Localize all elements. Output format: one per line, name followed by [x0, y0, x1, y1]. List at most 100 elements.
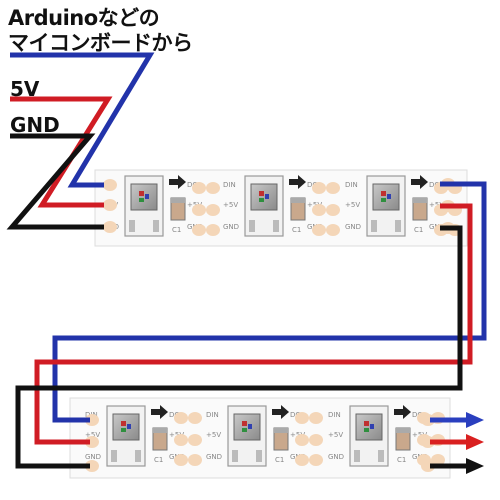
led-leg [395, 220, 401, 232]
pad-label-5v: +5V [85, 431, 100, 439]
pad-label-din: DIN [345, 181, 358, 189]
ground-output-arrow [430, 458, 484, 474]
led-leg [129, 220, 135, 232]
solder-pad [174, 454, 188, 466]
data-output-arrow [430, 412, 484, 428]
pad-label-do: DO [290, 411, 301, 419]
pad-label-5v: +5V [206, 431, 221, 439]
pad-label-5v: +5V [169, 431, 184, 439]
power-output-arrow [430, 434, 484, 450]
solder-pad [326, 204, 340, 216]
led-leg [378, 450, 384, 462]
led-die-red [381, 191, 386, 196]
led-die-red [139, 191, 144, 196]
solder-pad [295, 412, 309, 424]
pad-label-do: DO [307, 181, 318, 189]
led-leg [256, 450, 262, 462]
capacitor-cap [291, 198, 305, 203]
led-leg [153, 220, 159, 232]
direction-arrow-head-icon [403, 405, 411, 419]
led-leg [232, 450, 238, 462]
pad-label-gnd: GND [206, 453, 222, 461]
pad-label-din: DIN [223, 181, 236, 189]
solder-pad [431, 454, 445, 466]
solder-pad [312, 204, 326, 216]
solder-pad [192, 182, 206, 194]
led-chip [233, 413, 261, 441]
led-chip [112, 413, 140, 441]
power-label: 5V [10, 77, 40, 101]
led-die-blue [265, 194, 269, 199]
led-die-green [259, 198, 264, 202]
solder-pad [312, 182, 326, 194]
pad-label-5v: +5V [429, 201, 444, 209]
solder-pad [192, 224, 206, 236]
direction-arrow-icon [169, 179, 179, 185]
power-wire-link [34, 203, 473, 445]
led-die-red [364, 421, 369, 426]
capacitor-label: C1 [292, 226, 301, 234]
solder-pad [326, 182, 340, 194]
direction-arrow-icon [272, 409, 282, 415]
solder-pad [174, 412, 188, 424]
capacitor-label: C1 [172, 226, 181, 234]
solder-pad [206, 182, 220, 194]
direction-arrow-icon [394, 409, 404, 415]
led-leg [249, 220, 255, 232]
pad-label-din: DIN [328, 411, 341, 419]
led-die-red [259, 191, 264, 196]
pad-label-gnd: GND [328, 453, 344, 461]
direction-arrow-head-icon [281, 405, 289, 419]
pad-label-din: DIN [206, 411, 219, 419]
pad-label-5v: +5V [412, 431, 427, 439]
direction-arrow-head-icon [178, 175, 186, 189]
led-die-blue [127, 424, 131, 429]
solder-pad [174, 434, 188, 446]
led-die-red [242, 421, 247, 426]
solder-pad [312, 224, 326, 236]
solder-pad [309, 434, 323, 446]
direction-arrow-head-icon [298, 175, 306, 189]
led-chip [130, 183, 158, 211]
pad-label-5v: +5V [290, 431, 305, 439]
start-solder-pad [85, 460, 99, 472]
led-leg [111, 450, 117, 462]
pad-label-5v: +5V [345, 201, 360, 209]
ground-wire-link [15, 225, 463, 469]
led-die-green [121, 428, 126, 432]
capacitor-cap [171, 198, 185, 203]
led-die-green [364, 428, 369, 432]
led-die-blue [248, 424, 252, 429]
end-solder-pad [421, 414, 435, 426]
solder-pad [206, 204, 220, 216]
end-solder-pad [421, 460, 435, 472]
capacitor-label: C1 [414, 226, 423, 234]
capacitor-cap [274, 428, 288, 433]
title-line-1: Arduinoなどの [8, 6, 160, 30]
led-die-blue [387, 194, 391, 199]
led-die-green [242, 428, 247, 432]
end-solder-pad [421, 436, 435, 448]
direction-arrow-icon [411, 179, 421, 185]
pad-label-5v: +5V [187, 201, 202, 209]
direction-arrow-head-icon [160, 405, 168, 419]
solder-pad [188, 454, 202, 466]
pad-label-do: DO [169, 411, 180, 419]
capacitor-label: C1 [154, 456, 163, 464]
solder-pad [206, 224, 220, 236]
pad-label-do: DO [429, 181, 440, 189]
led-die-blue [370, 424, 374, 429]
capacitor-label: C1 [397, 456, 406, 464]
start-solder-pad [103, 179, 117, 191]
solder-pad [188, 412, 202, 424]
pad-label-gnd: GND [85, 453, 101, 461]
data-wire-link [52, 181, 487, 423]
start-solder-pad [85, 414, 99, 426]
solder-pad [309, 454, 323, 466]
ground-wire-input [6, 133, 104, 230]
